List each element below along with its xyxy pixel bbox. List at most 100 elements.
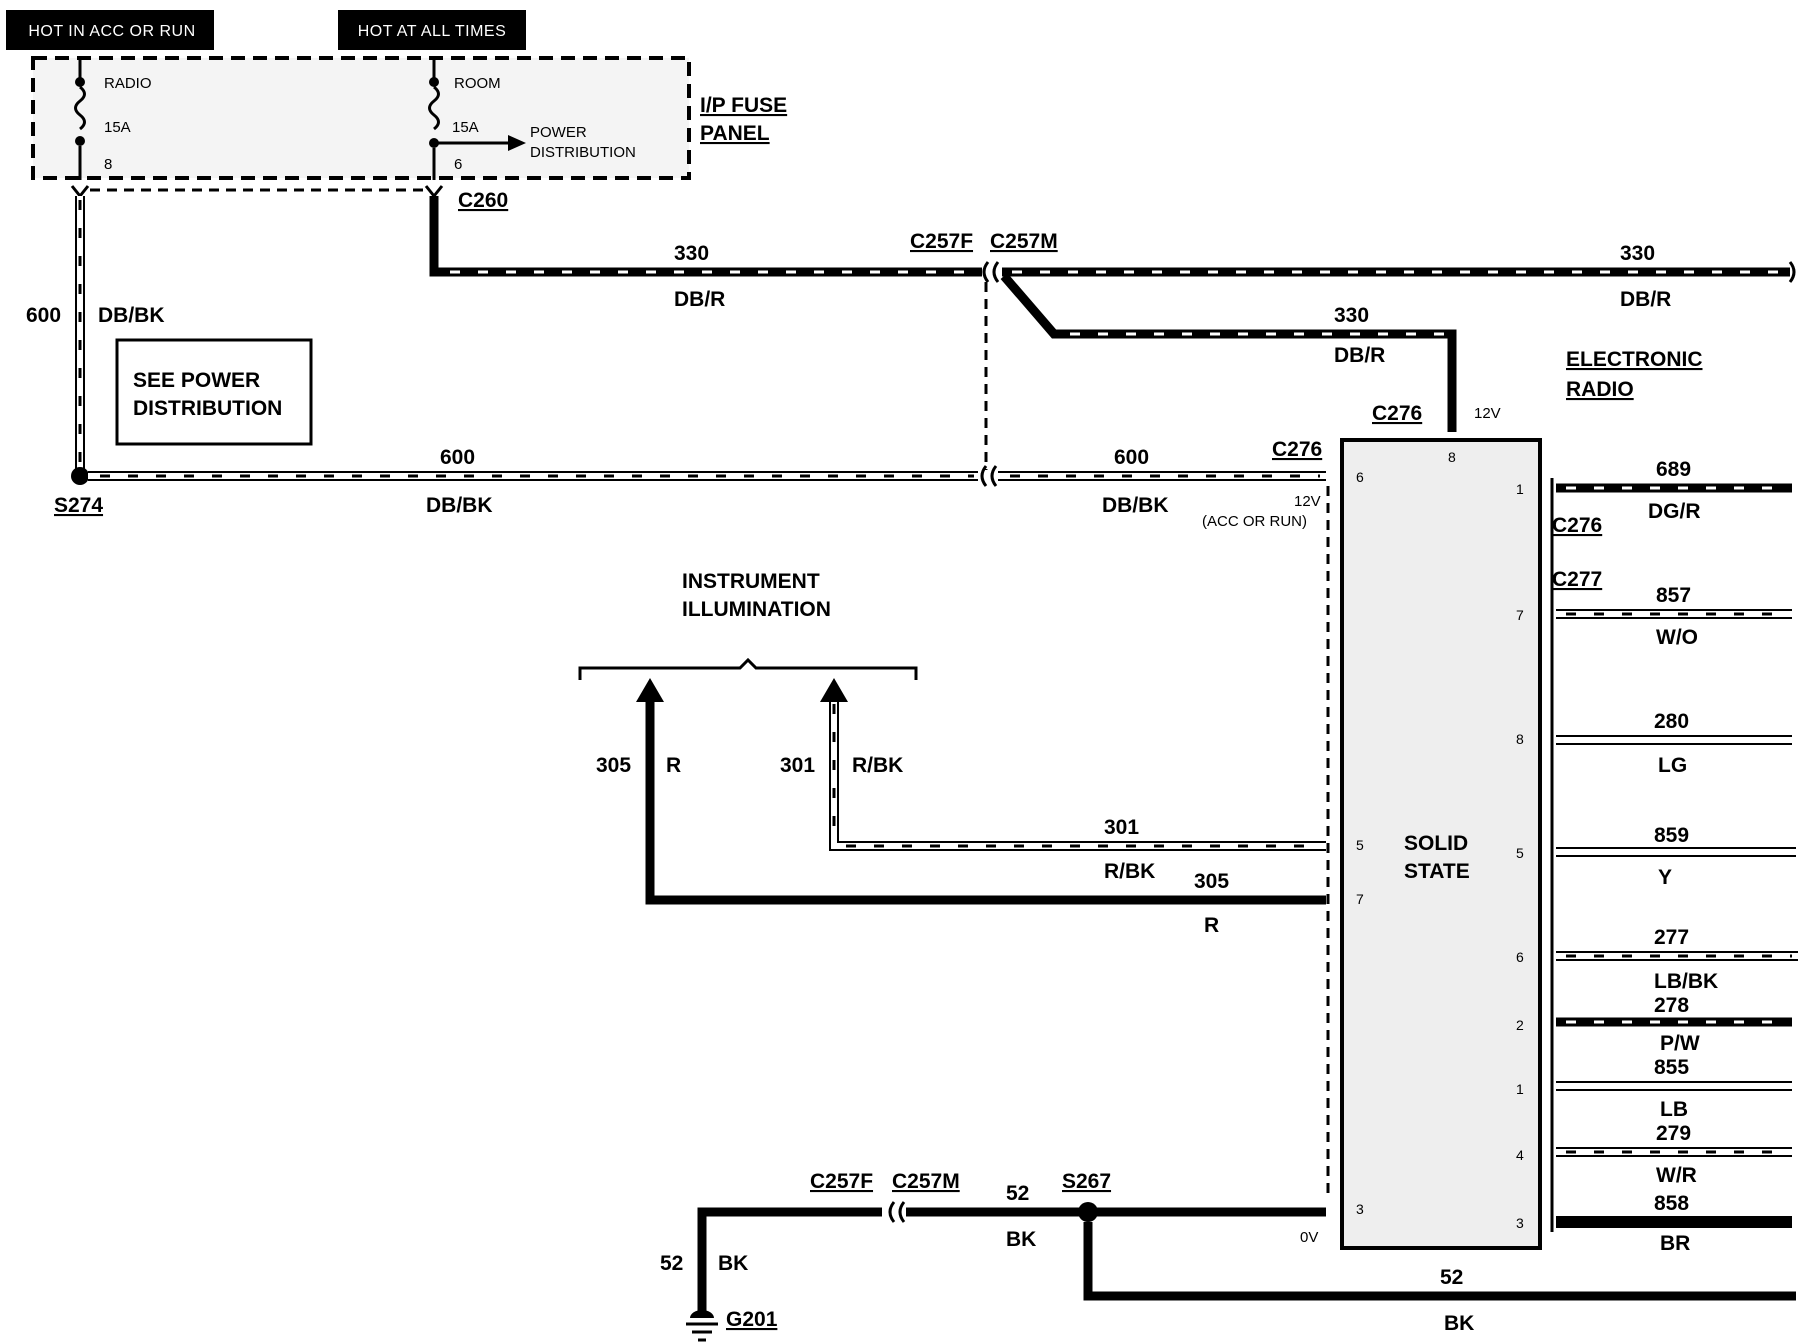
banner-hot-all-times — [338, 10, 526, 50]
wire-52-bottom-color: BK — [1444, 1312, 1474, 1335]
wire-52-ground-color: BK — [718, 1252, 748, 1275]
wire-859-circuit: 859 — [1654, 824, 1689, 847]
radio-12v-label: 12V — [1474, 405, 1501, 422]
wire-330-top-color: DB/R — [674, 288, 725, 311]
power-dist-label-2: DISTRIBUTION — [530, 144, 636, 161]
wire-301 — [829, 700, 1326, 851]
radio-pin-right-3: 3 — [1516, 1215, 1524, 1231]
radio-0v-label: 0V — [1300, 1229, 1318, 1246]
banner-hot-acc-run — [6, 10, 214, 50]
wire-689-color: DG/R — [1648, 500, 1701, 523]
wire-858-circuit: 858 — [1654, 1192, 1689, 1215]
banner-hot-acc-run-label: HOT IN ACC OR RUN — [28, 23, 195, 40]
s267-label: S267 — [1062, 1170, 1111, 1193]
wire-305-arrow-icon — [636, 678, 664, 702]
radio-pin-right-1b: 1 — [1516, 1081, 1524, 1097]
wire-277-circuit: 277 — [1654, 926, 1689, 949]
radio-pin-right-5: 5 — [1516, 845, 1524, 861]
wire-277-color: LB/BK — [1654, 970, 1718, 993]
fuse-radio-name: RADIO — [104, 75, 152, 92]
wire-600-left-color: DB/BK — [426, 494, 493, 517]
wire-689-circuit: 689 — [1656, 458, 1691, 481]
wire-280-color: LG — [1658, 754, 1687, 777]
wire-52-mid-color: BK — [1006, 1228, 1036, 1251]
wire-330-right-circuit: 330 — [1620, 242, 1655, 265]
wire-52-ground-circuit: 52 — [660, 1252, 683, 1275]
fuse-room-rating: 15A — [452, 119, 479, 136]
banner-hot-all-times-label: HOT AT ALL TIMES — [358, 23, 507, 40]
wire-855-circuit: 855 — [1654, 1056, 1689, 1079]
instrument-illumination-label-2: ILLUMINATION — [682, 598, 831, 621]
radio-acc-note: (ACC OR RUN) — [1202, 513, 1307, 530]
wire-301-horiz-color: R/BK — [1104, 860, 1155, 883]
fuse-radio-pin: 8 — [104, 156, 112, 173]
c276-label-c: C276 — [1552, 514, 1602, 537]
wire-305-horiz-color: R — [1204, 914, 1219, 937]
wire-301-horiz-circuit: 301 — [1104, 816, 1139, 839]
c276-label-a: C276 — [1372, 402, 1422, 425]
fuse-panel-title-2: PANEL — [700, 122, 770, 145]
c257-bottom-connector-icon — [888, 1201, 906, 1223]
radio-pin-right-7: 7 — [1516, 607, 1524, 623]
wire-600-vert-circuit: 600 — [26, 304, 61, 327]
wire-279-color: W/R — [1656, 1164, 1697, 1187]
radio-pin-left-5: 5 — [1356, 837, 1364, 853]
wire-52-bottom — [1083, 1222, 1796, 1301]
see-power-distribution-text-2: DISTRIBUTION — [133, 397, 282, 420]
wire-330-drop-color: DB/R — [1334, 344, 1385, 367]
wire-301-arrow-icon — [820, 678, 848, 702]
wire-857-circuit: 857 — [1656, 584, 1691, 607]
c257-top-connector-icon — [982, 261, 1000, 283]
wire-330-right-color: DB/R — [1620, 288, 1671, 311]
wire-330-top — [429, 196, 982, 277]
wire-305-horiz-circuit: 305 — [1194, 870, 1229, 893]
wire-305-vert-color: R — [666, 754, 681, 777]
wire-52-bottom-circuit: 52 — [1440, 1266, 1463, 1289]
c260-chevron-icon-2 — [424, 185, 444, 199]
wire-278-color: P/W — [1660, 1032, 1700, 1055]
see-power-distribution-box — [115, 338, 313, 446]
c257-mid-connector-icon — [980, 465, 998, 487]
wire-859-color: Y — [1658, 866, 1672, 889]
illumination-brace — [578, 657, 918, 680]
electronic-radio-title-2: RADIO — [1566, 378, 1634, 401]
wire-301-vert-circuit: 301 — [780, 754, 815, 777]
electronic-radio-title: ELECTRONIC — [1566, 348, 1703, 371]
wire-305 — [645, 700, 1326, 905]
wire-858-color: BR — [1660, 1232, 1690, 1255]
wire-330-drop-circuit: 330 — [1334, 304, 1369, 327]
wire-279-circuit: 279 — [1656, 1122, 1691, 1145]
radio-pin-right-4: 4 — [1516, 1147, 1524, 1163]
s274-label: S274 — [54, 494, 103, 517]
ground-icon — [686, 1310, 718, 1342]
wire-301-vert-color: R/BK — [852, 754, 903, 777]
radio-pin-right-8: 8 — [1516, 731, 1524, 747]
wire-280-circuit: 280 — [1654, 710, 1689, 733]
c260-chevron-icon — [70, 185, 90, 199]
c257f-bottom-label: C257F — [810, 1170, 873, 1193]
c257m-bottom-label: C257M — [892, 1170, 960, 1193]
fuse-room-pin: 6 — [454, 156, 462, 173]
radio-pin-left-3: 3 — [1356, 1201, 1364, 1217]
wire-600-right-circuit: 600 — [1114, 446, 1149, 469]
wire-600-left-circuit: 600 — [440, 446, 475, 469]
solid-state-label-2: STATE — [1404, 860, 1470, 883]
radio-pin-left-6: 6 — [1356, 469, 1364, 485]
wire-305-vert-circuit: 305 — [596, 754, 631, 777]
power-dist-label: POWER — [530, 124, 587, 141]
radio-12v-acc-label: 12V — [1294, 493, 1321, 510]
fuse-room-name: ROOM — [454, 75, 501, 92]
fuse-panel-box — [31, 56, 691, 180]
c260-label: C260 — [458, 189, 508, 212]
s267-splice — [1078, 1202, 1098, 1222]
wire-857-color: W/O — [1656, 626, 1698, 649]
s274-splice — [71, 467, 89, 485]
see-power-distribution-text: SEE POWER — [133, 369, 260, 392]
radio-pin-right-1a: 1 — [1516, 481, 1524, 497]
fuse-radio: RADIO 15A 8 — [74, 60, 152, 180]
wire-52-mid-circuit: 52 — [1006, 1182, 1029, 1205]
power-dist-arrow-icon — [508, 135, 526, 151]
radio-pin-right-6: 6 — [1516, 949, 1524, 965]
wire-330-top-circuit: 330 — [674, 242, 709, 265]
